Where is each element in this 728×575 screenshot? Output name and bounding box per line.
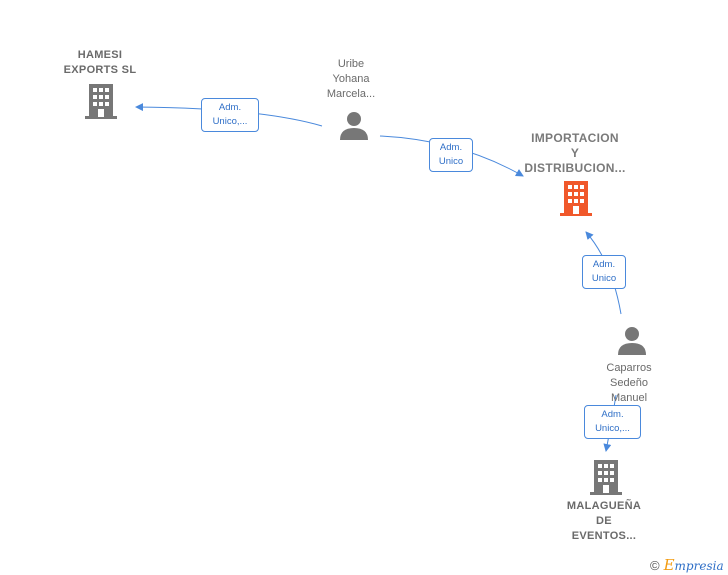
empresia-logo: ©Empresia <box>650 556 724 574</box>
node-label-malaguena[interactable]: MALAGUEÑA DE EVENTOS... <box>566 500 642 542</box>
building-icon[interactable] <box>560 181 592 222</box>
node-label-uribe[interactable]: Uribe Yohana Marcela... <box>326 58 376 100</box>
building-icon[interactable] <box>590 460 622 501</box>
copyright-symbol: © <box>650 558 660 573</box>
person-icon[interactable] <box>339 111 369 146</box>
node-label-importacion[interactable]: IMPORTACION Y DISTRIBUCION... <box>524 131 626 175</box>
edge-label-uribe-hamesi[interactable]: Adm. Unico,... <box>201 98 259 132</box>
edge-label-caparros-malaguena[interactable]: Adm. Unico,... <box>584 405 641 439</box>
brand-name: mpresia <box>674 559 724 573</box>
node-label-hamesi[interactable]: HAMESI EXPORTS SL <box>63 49 137 76</box>
node-label-caparros[interactable]: Caparros Sedeño Manuel <box>606 362 652 404</box>
edge-label-uribe-importacion[interactable]: Adm. Unico <box>429 138 473 172</box>
edge-label-caparros-importacion[interactable]: Adm. Unico <box>582 255 626 289</box>
brand-initial: E <box>663 556 675 574</box>
building-icon[interactable] <box>85 84 117 125</box>
person-icon[interactable] <box>617 326 647 361</box>
